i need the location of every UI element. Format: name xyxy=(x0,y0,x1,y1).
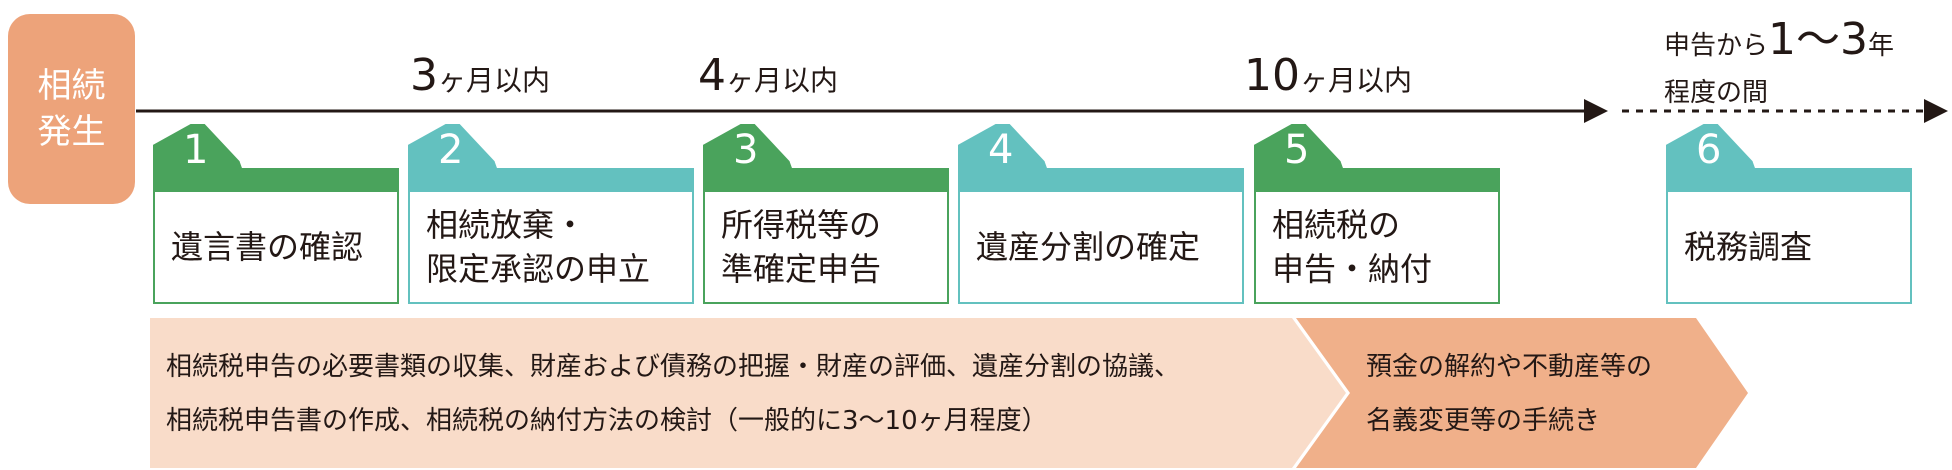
step-number: 6 xyxy=(1696,127,1722,173)
step-label-line: 税務調査 xyxy=(1684,228,1813,266)
step-label-line: 準確定申告 xyxy=(721,250,882,288)
step-band xyxy=(408,168,694,192)
milestone-unit: ヶ月以内 xyxy=(1300,64,1413,97)
step-label-box: 税務調査 xyxy=(1666,192,1912,304)
step-label-line: 相続税の xyxy=(1272,206,1401,244)
timeline-arrowhead-dotted xyxy=(1924,99,1948,123)
step-number: 2 xyxy=(438,127,464,173)
step-4: 4 遺産分割の確定 xyxy=(958,124,1244,304)
step-number: 4 xyxy=(988,127,1014,173)
step-label-line: 遺産分割の確定 xyxy=(976,228,1201,266)
procedures-panel-text: 預金の解約や不動産等の 名義変更等の手続き xyxy=(1366,340,1652,448)
panel-text-line: 預金の解約や不動産等の xyxy=(1366,352,1653,382)
preparation-panel xyxy=(150,318,1346,468)
step-5: 5 相続税の 申告・納付 xyxy=(1254,124,1500,304)
milestone-10-months: 10ヶ月以内 xyxy=(1244,54,1412,98)
period-suffix: 年 xyxy=(1868,31,1895,61)
step-band xyxy=(703,168,949,192)
step-label-box: 遺産分割の確定 xyxy=(958,192,1244,304)
milestone-number: 10 xyxy=(1244,50,1300,101)
step-band xyxy=(153,168,399,192)
step-6: 6 税務調査 xyxy=(1666,124,1912,304)
step-label-line: 所得税等の xyxy=(721,206,882,244)
start-label-line-1: 相続 xyxy=(37,66,106,106)
step-label-box: 所得税等の 準確定申告 xyxy=(703,192,949,304)
period-prefix: 申告から xyxy=(1664,31,1769,61)
period-range: 1〜3 xyxy=(1768,14,1869,65)
step-band xyxy=(958,168,1244,192)
period-note-line-1: 申告から1〜3年 xyxy=(1664,18,1894,62)
panel-text-line: 相続税申告の必要書類の収集、財産および債務の把握・財産の評価、遺産分割の協議、 xyxy=(166,352,1181,382)
step-1: 1 遺言書の確認 xyxy=(153,124,399,304)
start-label-line-2: 発生 xyxy=(37,112,106,152)
panel-text-line: 相続税申告書の作成、相続税の納付方法の検討（一般的に3〜10ヶ月程度） xyxy=(166,406,1048,436)
milestone-unit: ヶ月以内 xyxy=(438,64,551,97)
step-label-box: 遺言書の確認 xyxy=(153,192,399,304)
step-label-line: 遺言書の確認 xyxy=(171,228,364,266)
step-label-line: 相続放棄・ xyxy=(426,206,587,244)
preparation-panel-text: 相続税申告の必要書類の収集、財産および債務の把握・財産の評価、遺産分割の協議、 … xyxy=(166,340,1180,448)
step-band xyxy=(1666,168,1912,192)
milestone-number: 3 xyxy=(410,50,438,101)
step-label-line: 申告・納付 xyxy=(1272,250,1433,288)
step-number: 3 xyxy=(733,127,759,173)
timeline-arrowhead-solid xyxy=(1584,99,1608,123)
panel-text-line: 名義変更等の手続き xyxy=(1366,406,1601,436)
step-label-box: 相続税の 申告・納付 xyxy=(1254,192,1500,304)
milestone-number: 4 xyxy=(698,50,726,101)
milestone-4-months: 4ヶ月以内 xyxy=(698,54,838,98)
step-3: 3 所得税等の 準確定申告 xyxy=(703,124,949,304)
step-label-line: 限定承認の申立 xyxy=(426,250,651,288)
inheritance-start-box: 相続 発生 xyxy=(8,14,135,204)
period-note-line-2: 程度の間 xyxy=(1664,78,1769,108)
step-number: 5 xyxy=(1284,127,1310,173)
step-band xyxy=(1254,168,1500,192)
step-number: 1 xyxy=(183,127,209,173)
procedures-panel xyxy=(1296,318,1748,468)
tax-audit-period-note: 申告から1〜3年 程度の間 xyxy=(1664,18,1894,108)
step-2: 2 相続放棄・ 限定承認の申立 xyxy=(408,124,694,304)
milestone-3-months: 3ヶ月以内 xyxy=(410,54,550,98)
step-label-box: 相続放棄・ 限定承認の申立 xyxy=(408,192,694,304)
milestone-unit: ヶ月以内 xyxy=(726,64,839,97)
